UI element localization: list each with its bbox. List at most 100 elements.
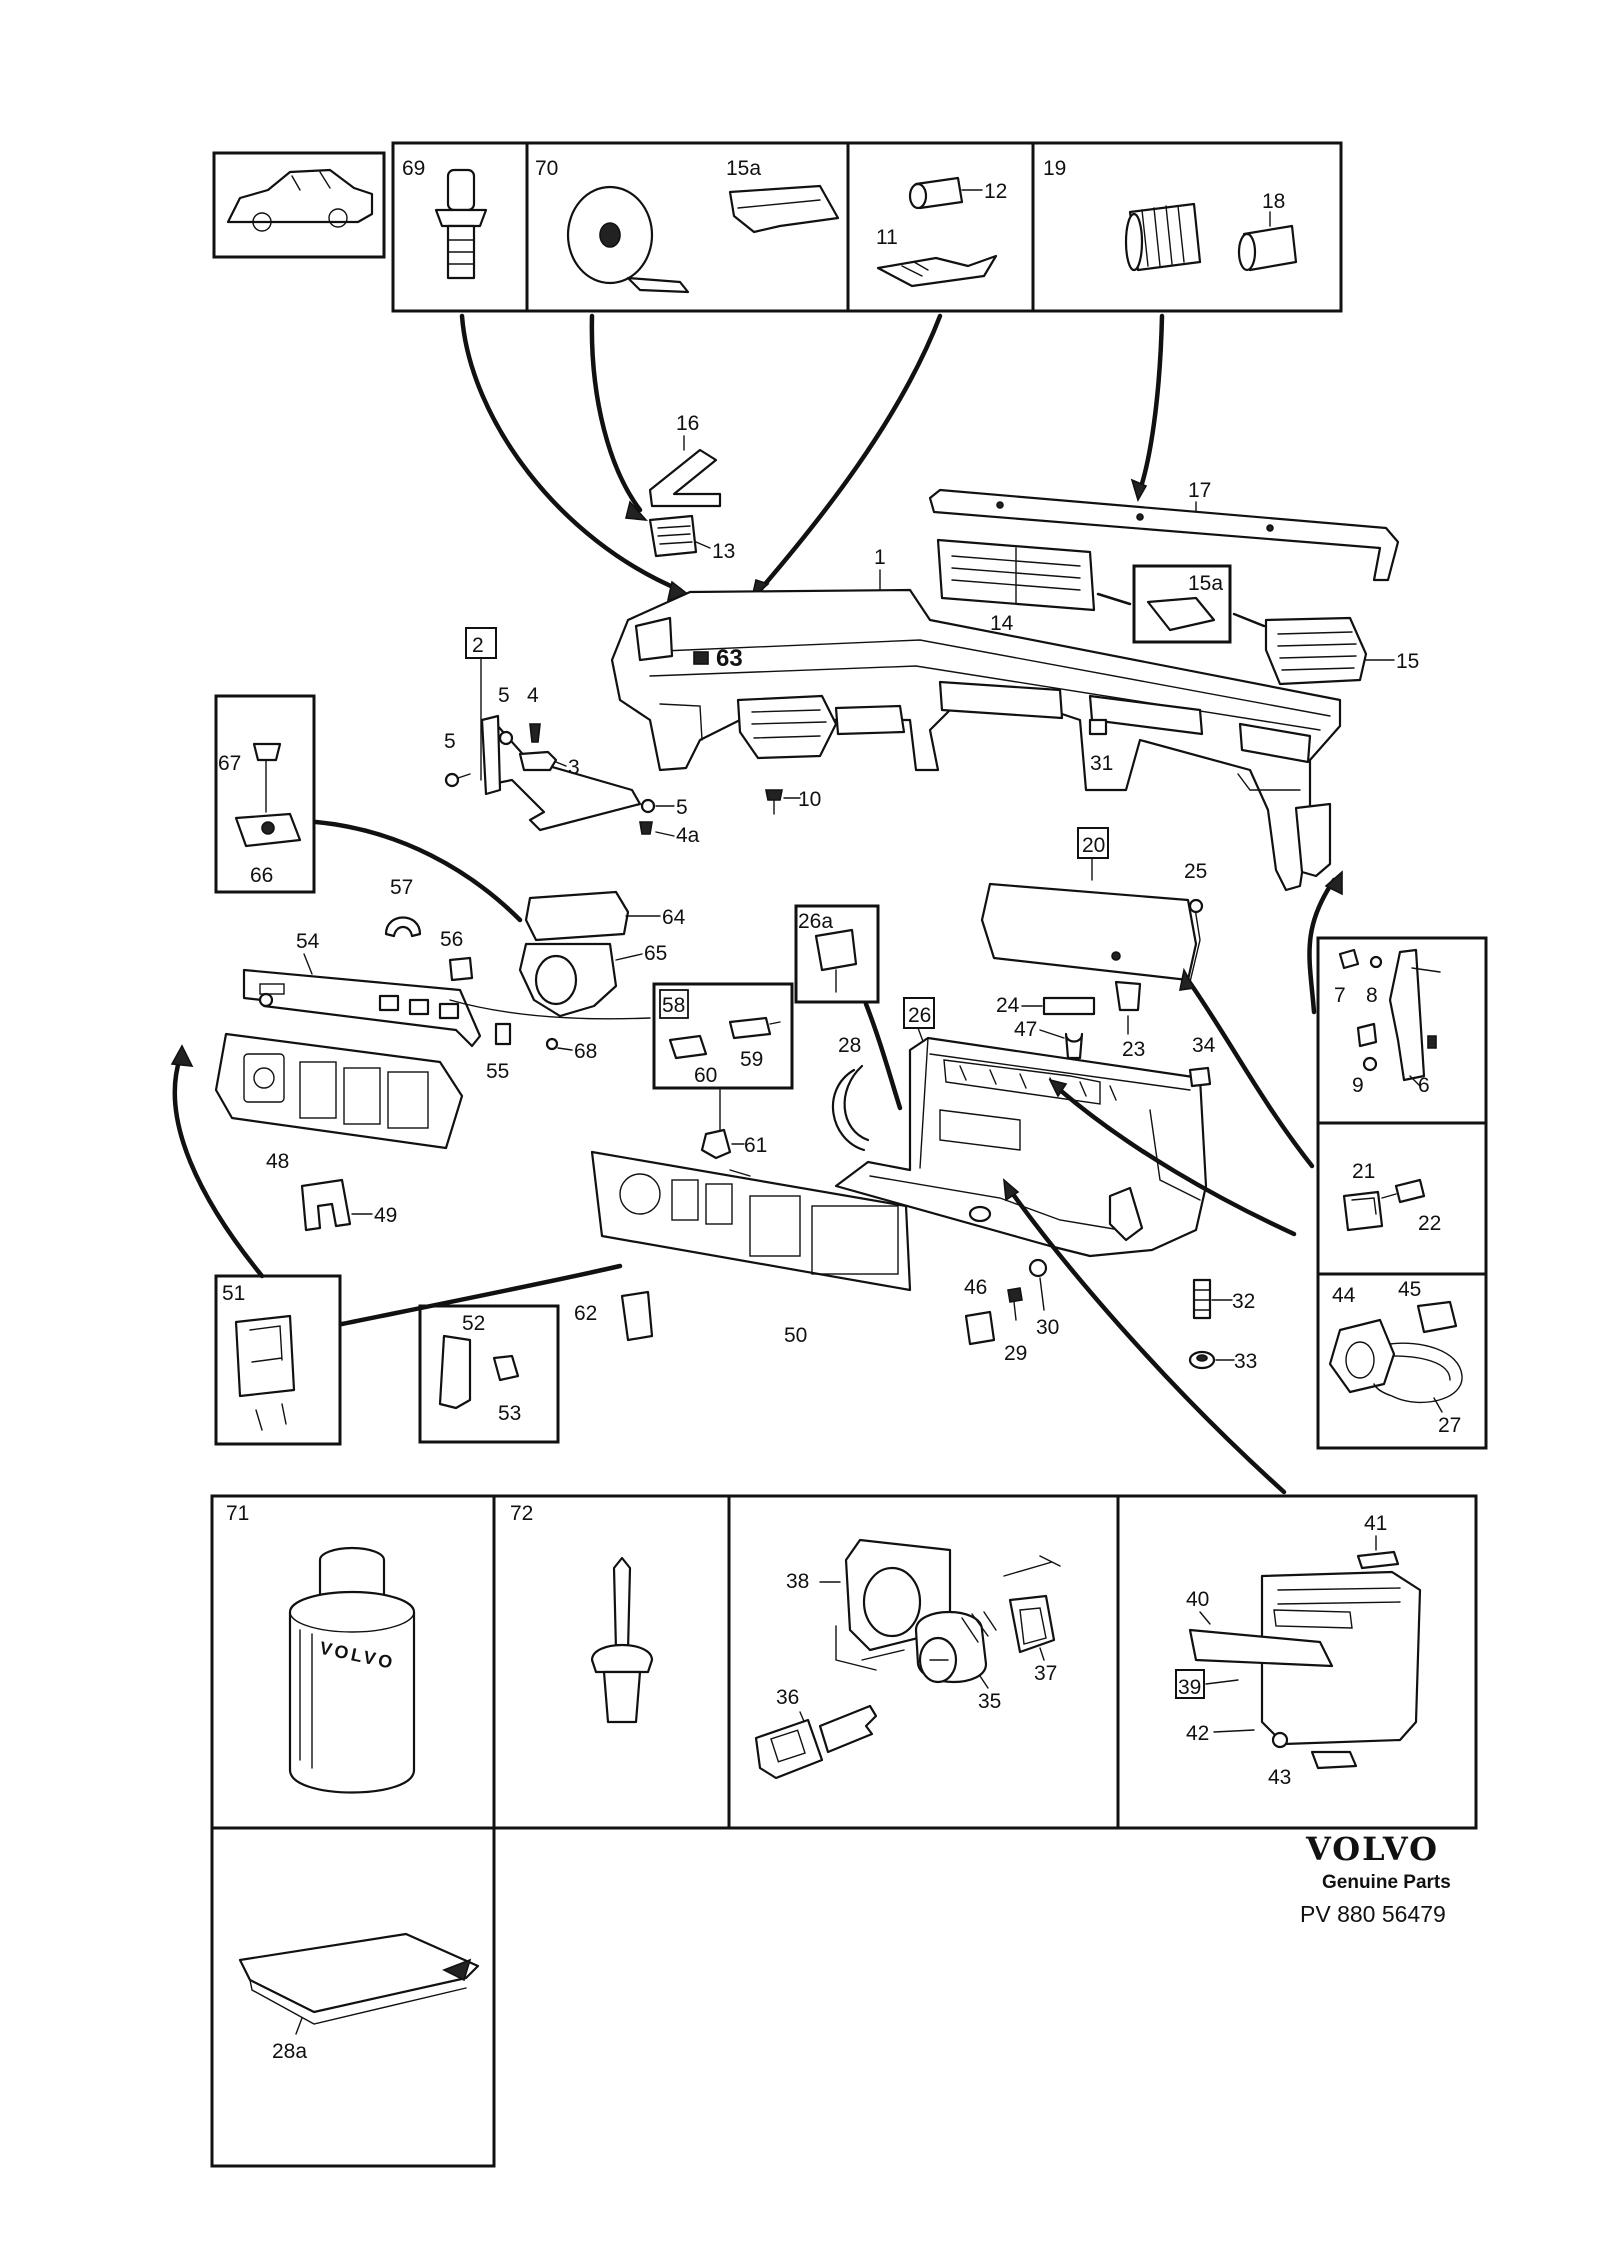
screw-10: 10: [765, 788, 821, 815]
label-38: 38: [786, 1570, 809, 1593]
arrow-26a: [863, 1001, 903, 1111]
clip-inset-51: 51: [214, 1274, 342, 1446]
label-6: 6: [1418, 1074, 1430, 1097]
pointer-arrows-glovebox: [1003, 870, 1343, 1495]
label-35: 35: [978, 1690, 1001, 1713]
genuine-parts-text: Genuine Parts: [1322, 1872, 1451, 1893]
label-12: 12: [984, 180, 1007, 203]
label-1: 1: [874, 546, 886, 569]
label-2: 2: [472, 634, 484, 657]
lamp-switch-44-45-27: 44 45 27: [1328, 1278, 1463, 1437]
bottom-inset-strip: [210, 1494, 1478, 2168]
bracket-54: 54 55 68: [242, 930, 651, 1083]
sleeve-12-clip-11: 12 11: [876, 176, 1007, 288]
label-48: 48: [266, 1150, 289, 1173]
tape-roll-70: 70: [535, 157, 690, 294]
label-42: 42: [1186, 1722, 1209, 1745]
label-58: 58: [662, 994, 685, 1017]
label-56: 56: [440, 928, 463, 951]
label-15: 15: [1396, 650, 1419, 673]
label-4a: 4a: [676, 824, 700, 847]
label-52: 52: [462, 1312, 485, 1335]
label-17: 17: [1188, 479, 1211, 502]
label-53: 53: [498, 1402, 521, 1425]
label-55: 55: [486, 1060, 509, 1083]
label-20: 20: [1082, 834, 1105, 857]
stud-32-bumper-33: 32 33: [1188, 1278, 1257, 1373]
label-70: 70: [535, 157, 558, 180]
label-27: 27: [1438, 1414, 1461, 1437]
clip-15a-boxed: 15a: [1096, 564, 1266, 644]
label-39: 39: [1178, 1676, 1201, 1699]
label-49: 49: [374, 1204, 397, 1227]
bulb-inset-58: 58 59 60: [652, 982, 794, 1090]
label-9: 9: [1352, 1074, 1364, 1097]
label-11: 11: [876, 226, 898, 249]
label-41: 41: [1364, 1512, 1387, 1535]
trim-strip-17: 17: [928, 479, 1400, 582]
label-15a-top: 15a: [726, 157, 761, 180]
label-5a: 5: [498, 684, 510, 707]
label-69: 69: [402, 157, 425, 180]
clip-inset-66-67: 67 66: [214, 694, 316, 894]
cover-62: 62: [574, 1290, 654, 1342]
label-60: 60: [694, 1064, 717, 1087]
label-47: 47: [1014, 1018, 1037, 1041]
arrow-51-to-48: [172, 1055, 265, 1279]
label-68: 68: [574, 1040, 597, 1063]
right-inset-column: [1316, 936, 1488, 1450]
adhesive-pad-28a: 28a: [238, 1932, 480, 2063]
label-63: 63: [716, 645, 743, 672]
fastener-63: 63: [693, 645, 743, 672]
label-66: 66: [250, 864, 273, 887]
label-5c: 5: [676, 796, 688, 819]
label-31: 31: [1090, 752, 1113, 775]
hinge-bracket-6: 7 8 9 6: [1334, 948, 1441, 1097]
plastic-rivet-72: 72: [510, 1502, 654, 1724]
label-29: 29: [1004, 1342, 1027, 1365]
label-44: 44: [1332, 1284, 1356, 1307]
label-64: 64: [662, 906, 686, 929]
label-plate-24-latch-23: 24 23: [996, 980, 1145, 1061]
label-34: 34: [1192, 1034, 1216, 1057]
adhesive-can-71: 71 VOLVO: [226, 1502, 416, 1794]
volvo-branding: VOLVO Genuine Parts PV 880 56479: [1300, 1830, 1451, 1927]
label-13: 13: [712, 540, 735, 563]
stud-clip-69: 69: [402, 157, 488, 280]
volvo-logo-text: VOLVO: [1305, 1830, 1439, 1868]
side-vent-15: 15: [1264, 616, 1419, 686]
label-71: 71: [226, 1502, 249, 1525]
arrow-51-to-50: [339, 1263, 623, 1327]
light-housing-39-43: 41 40 39 42 43: [1175, 1512, 1422, 1789]
bracket-16-vent-13: 16 13: [648, 412, 735, 563]
label-5b: 5: [444, 730, 456, 753]
label-4: 4: [527, 684, 539, 707]
switch-56: 56: [440, 928, 474, 982]
part-catalog-code: PV 880 56479: [1300, 1901, 1446, 1927]
label-21: 21: [1352, 1160, 1375, 1183]
label-16: 16: [676, 412, 699, 435]
top-inset-strip: [391, 141, 1343, 313]
cover-49: 49: [300, 1178, 397, 1232]
label-28: 28: [838, 1034, 861, 1057]
clip-57: 57: [384, 876, 422, 938]
trim-panel-50: 50: [590, 1150, 912, 1347]
label-32: 32: [1232, 1290, 1255, 1313]
label-59: 59: [740, 1048, 763, 1071]
label-50: 50: [784, 1324, 807, 1347]
screw-inset-26a: 26a: [794, 904, 880, 1004]
car-silhouette-inset: [212, 151, 386, 259]
label-30: 30: [1036, 1316, 1059, 1339]
label-45: 45: [1398, 1278, 1421, 1301]
label-46: 46: [964, 1276, 987, 1299]
label-62: 62: [574, 1302, 597, 1325]
label-15a-mid: 15a: [1188, 572, 1223, 595]
label-18: 18: [1262, 190, 1285, 213]
center-vent-14: 14: [936, 538, 1096, 635]
label-3: 3: [568, 756, 580, 779]
latch-21-screw-22: 21 22: [1342, 1160, 1441, 1235]
clip-46-screw-29-30: 46 29 30: [964, 1258, 1059, 1365]
label-65: 65: [644, 942, 667, 965]
grommet-19-sleeve-18: 19 18: [1043, 157, 1298, 272]
